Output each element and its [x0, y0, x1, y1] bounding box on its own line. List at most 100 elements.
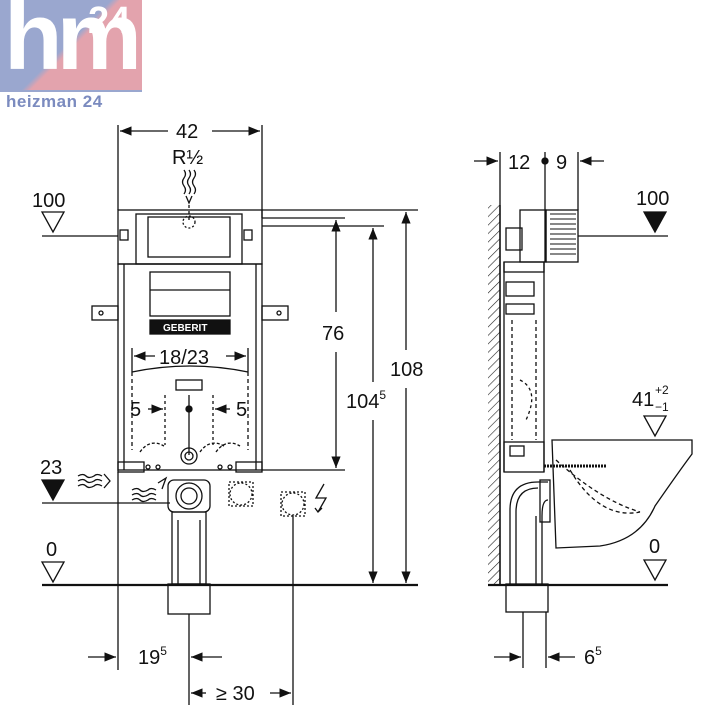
- frame-bottom-dashed: [139, 442, 241, 453]
- side-drain-bend-inner: [515, 487, 539, 584]
- frame-top-cistern: [117, 209, 263, 265]
- spacing-label: 18/23: [159, 347, 209, 369]
- frame-body: [117, 263, 263, 471]
- bowl-height-sub: −1: [655, 400, 669, 414]
- drain-bend-circle: [175, 482, 203, 510]
- level-100-label-front: 100: [32, 190, 65, 212]
- flush-handle: [175, 379, 203, 391]
- waste-water-icon-right: [131, 476, 168, 503]
- height-108-label: 108: [390, 359, 423, 381]
- foot-hole-4: [227, 464, 233, 470]
- wc-bowl-inner: [555, 459, 641, 514]
- side-cistern-valve: [505, 227, 523, 251]
- side-inner-dashed: [511, 320, 537, 440]
- foot-hole-1: [145, 464, 151, 470]
- logo-mark-number: 24: [88, 0, 131, 42]
- frame-foot-left: [117, 461, 145, 473]
- bowl-height-sup: +2: [655, 383, 669, 397]
- water-supply-icon: [181, 169, 197, 205]
- depth-left-label: 12: [508, 152, 530, 174]
- brand-label: GEBERIT: [163, 323, 207, 334]
- side-cistern-body: [519, 209, 547, 263]
- width-label: 42: [176, 121, 198, 143]
- side-view: [474, 152, 693, 668]
- level-100-triangle-side: [642, 211, 668, 234]
- level-23-triangle: [40, 479, 66, 502]
- frame-top-lug-left: [119, 229, 129, 241]
- height-104-base: 104: [346, 391, 379, 413]
- brand-plate: [149, 319, 231, 335]
- side-bottom-base: 6: [584, 647, 595, 669]
- brand-logo: hm 24 heizman 24: [0, 0, 142, 113]
- level-100-label-side: 100: [636, 188, 669, 210]
- foot-hole-2: [155, 464, 161, 470]
- fitting-dashed-1-box: [228, 481, 254, 507]
- side-bottom-label: 65: [584, 644, 602, 669]
- side-frame-top: [503, 261, 545, 273]
- bottom-30-label: ≥ 30: [216, 683, 255, 705]
- cistern-panel: [149, 271, 231, 317]
- wc-bowl-outline: [551, 439, 693, 549]
- side-foot-inner: [509, 445, 525, 457]
- thread-label: R½: [172, 147, 203, 169]
- level-23-label: 23: [40, 457, 62, 479]
- drain-pipe-end: [167, 583, 211, 615]
- drain-pipe: [171, 511, 207, 585]
- bracket-right-hole: [276, 310, 282, 316]
- logo-name: heizman 24: [6, 92, 103, 111]
- dim-5-right-label: 5: [236, 399, 247, 421]
- fitting-dashed-2-box: [280, 491, 306, 517]
- side-foot: [503, 441, 545, 473]
- side-cistern-grille: [550, 213, 576, 255]
- side-bracket-2: [505, 303, 535, 315]
- frame-top-lug-right: [243, 229, 253, 241]
- depth-right-label: 9: [556, 152, 567, 174]
- inner-dashed-outline: [131, 372, 249, 450]
- drain-fitting: [180, 447, 198, 465]
- bowl-height-base: 41: [632, 389, 654, 411]
- height-104-sup: 5: [379, 388, 386, 402]
- side-drain-end: [505, 583, 549, 613]
- bowl-height-label: 41: [632, 389, 654, 411]
- frame-foot-right: [235, 461, 263, 473]
- depth-center-dot: [541, 157, 549, 165]
- bottom-19-sup: 5: [160, 644, 167, 658]
- level-100-triangle-front: [40, 211, 66, 234]
- bracket-left: [91, 305, 119, 321]
- bottom-19-label: 195: [138, 644, 167, 669]
- side-inner-curve: [519, 379, 533, 421]
- logo-strip: [0, 90, 142, 113]
- front-view: [40, 125, 418, 705]
- drain-bend-box: [167, 479, 211, 513]
- waste-water-icon-left: [77, 473, 111, 489]
- logo-mark: hm: [4, 0, 142, 90]
- bottom-19-base: 19: [138, 647, 160, 669]
- bracket-left-hole: [98, 310, 104, 316]
- inner-curve: [131, 365, 249, 373]
- height-76-label: 76: [322, 323, 344, 345]
- side-bottom-sup: 5: [595, 644, 602, 658]
- side-drain-bend: [509, 481, 549, 584]
- foot-hole-3: [217, 464, 223, 470]
- level-0-triangle-front: [40, 561, 66, 584]
- side-drain-connector: [539, 479, 551, 523]
- bracket-right: [261, 305, 289, 321]
- drain-bend-circle-inner: [180, 487, 198, 505]
- frame-top-fitting: [182, 215, 196, 229]
- logo-background: [0, 0, 142, 90]
- height-104-label: 1045: [346, 388, 386, 413]
- level-0-triangle-side: [642, 559, 668, 582]
- dim-5-left-label: 5: [130, 399, 141, 421]
- electric-icon: [314, 483, 328, 513]
- fitting-dashed-1: [229, 482, 253, 506]
- side-bracket: [505, 281, 535, 297]
- level-0-label-front: 0: [46, 539, 57, 561]
- fitting-dashed-2: [281, 492, 305, 516]
- drain-fitting-inner: [184, 451, 194, 461]
- level-41-triangle: [642, 415, 668, 438]
- wall-hatch: [488, 205, 500, 585]
- level-0-label-side: 0: [649, 536, 660, 558]
- center-dot: [185, 405, 193, 413]
